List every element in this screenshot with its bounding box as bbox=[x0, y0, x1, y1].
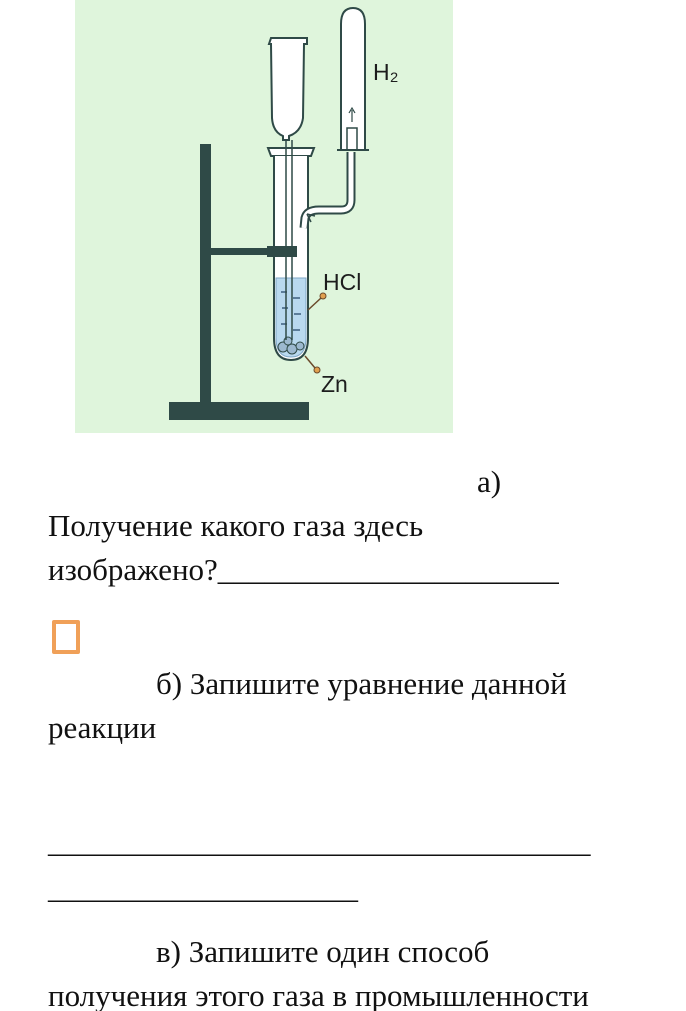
upward-arrow-head bbox=[348, 106, 356, 114]
label-h2: H₂ bbox=[373, 59, 399, 85]
answer-line-2: ____________________ bbox=[48, 870, 358, 905]
funnel bbox=[267, 37, 308, 141]
zinc-granules bbox=[277, 336, 305, 355]
delivery-tube-end bbox=[346, 127, 358, 150]
part-a-line2: изображено?______________________ bbox=[48, 552, 559, 587]
part-c-line2: получения этого газа в промышленности bbox=[48, 978, 589, 1011]
stand-rod bbox=[200, 144, 211, 406]
delivery-tube-inner bbox=[301, 152, 354, 229]
answer-line-1: ___________________________________ bbox=[48, 824, 591, 859]
tube-clamp bbox=[267, 246, 297, 257]
collection-tube bbox=[340, 6, 366, 150]
part-c-line1: в) Запишите один способ bbox=[156, 934, 490, 969]
checkbox-icon[interactable] bbox=[52, 620, 80, 654]
zn-pointer-dot bbox=[313, 366, 321, 374]
zn-pointer bbox=[304, 355, 316, 369]
gas-flow-arrow bbox=[306, 213, 316, 223]
hcl-pointer-dot bbox=[319, 292, 327, 300]
clamp-arm bbox=[209, 248, 271, 255]
hcl-pointer bbox=[307, 297, 322, 311]
label-hcl: HCl bbox=[323, 269, 361, 295]
part-b-line2: реакции bbox=[48, 710, 157, 745]
delivery-tube-outline bbox=[299, 152, 356, 229]
stand-base bbox=[169, 402, 309, 420]
part-a-label: а) bbox=[477, 464, 502, 499]
apparatus-figure: H₂ HCl Zn bbox=[75, 0, 453, 433]
label-zn: Zn bbox=[321, 371, 348, 397]
hydrogen-apparatus-diagram: H₂ HCl Zn bbox=[169, 6, 399, 420]
part-b-line1: б) Запишите уравнение данной bbox=[156, 666, 567, 701]
part-a-line1: Получение какого газа здесь bbox=[48, 508, 424, 543]
flask-rim bbox=[266, 147, 316, 157]
